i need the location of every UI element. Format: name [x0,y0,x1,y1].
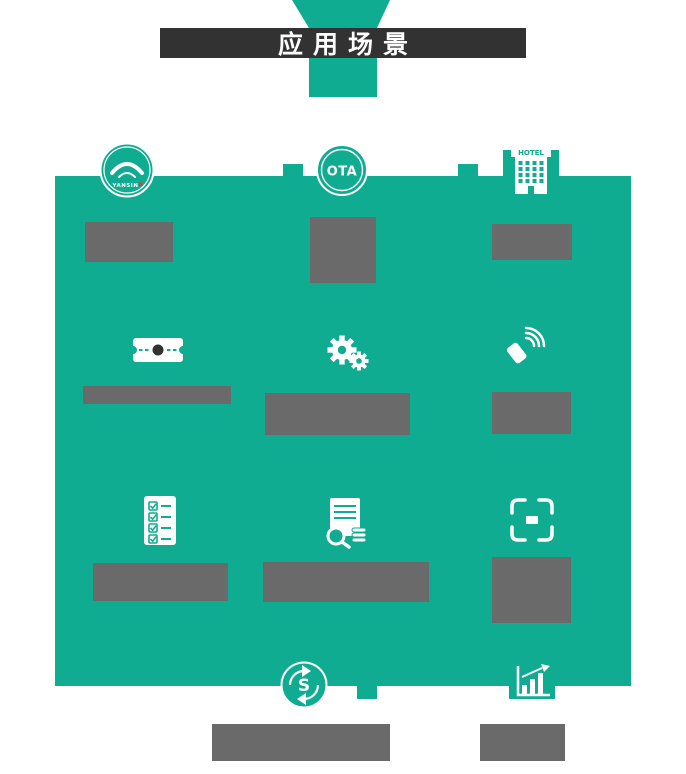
connector-tab [283,164,303,177]
label-placeholder-block [492,557,571,623]
label-placeholder-block [263,562,429,602]
yansin-label: YANSIN [112,183,139,189]
connector-tab [458,164,478,177]
label-placeholder-block [480,724,565,761]
label-placeholder-block [85,222,173,262]
yansin-brand-badge-icon: YANSIN [99,142,155,198]
scan-frame-icon [510,498,554,542]
label-placeholder-block [492,392,571,434]
gears-icon [327,335,369,371]
currency-symbol-label: S [298,676,310,696]
ota-label: OTA [327,165,357,180]
section-title-bar: 应用场景 [160,28,526,59]
label-placeholder-block [93,563,228,601]
label-placeholder-block [492,224,572,260]
hotel-building-icon: HOTEL [511,147,551,194]
ticket-icon [129,338,187,362]
ota-badge-icon: OTA [316,144,368,196]
label-placeholder-block [83,386,231,404]
document-audit-icon [326,498,367,549]
connector-tab [357,685,377,699]
growth-chart-icon [516,664,550,697]
label-placeholder-block [212,724,390,761]
signal-device-icon [506,326,546,364]
checklist-icon [144,496,176,545]
label-placeholder-block [310,217,376,283]
label-placeholder-block [265,393,410,435]
currency-cycle-icon: S [280,661,328,709]
hotel-label: HOTEL [518,149,544,157]
section-title: 应用场景 [277,30,418,59]
